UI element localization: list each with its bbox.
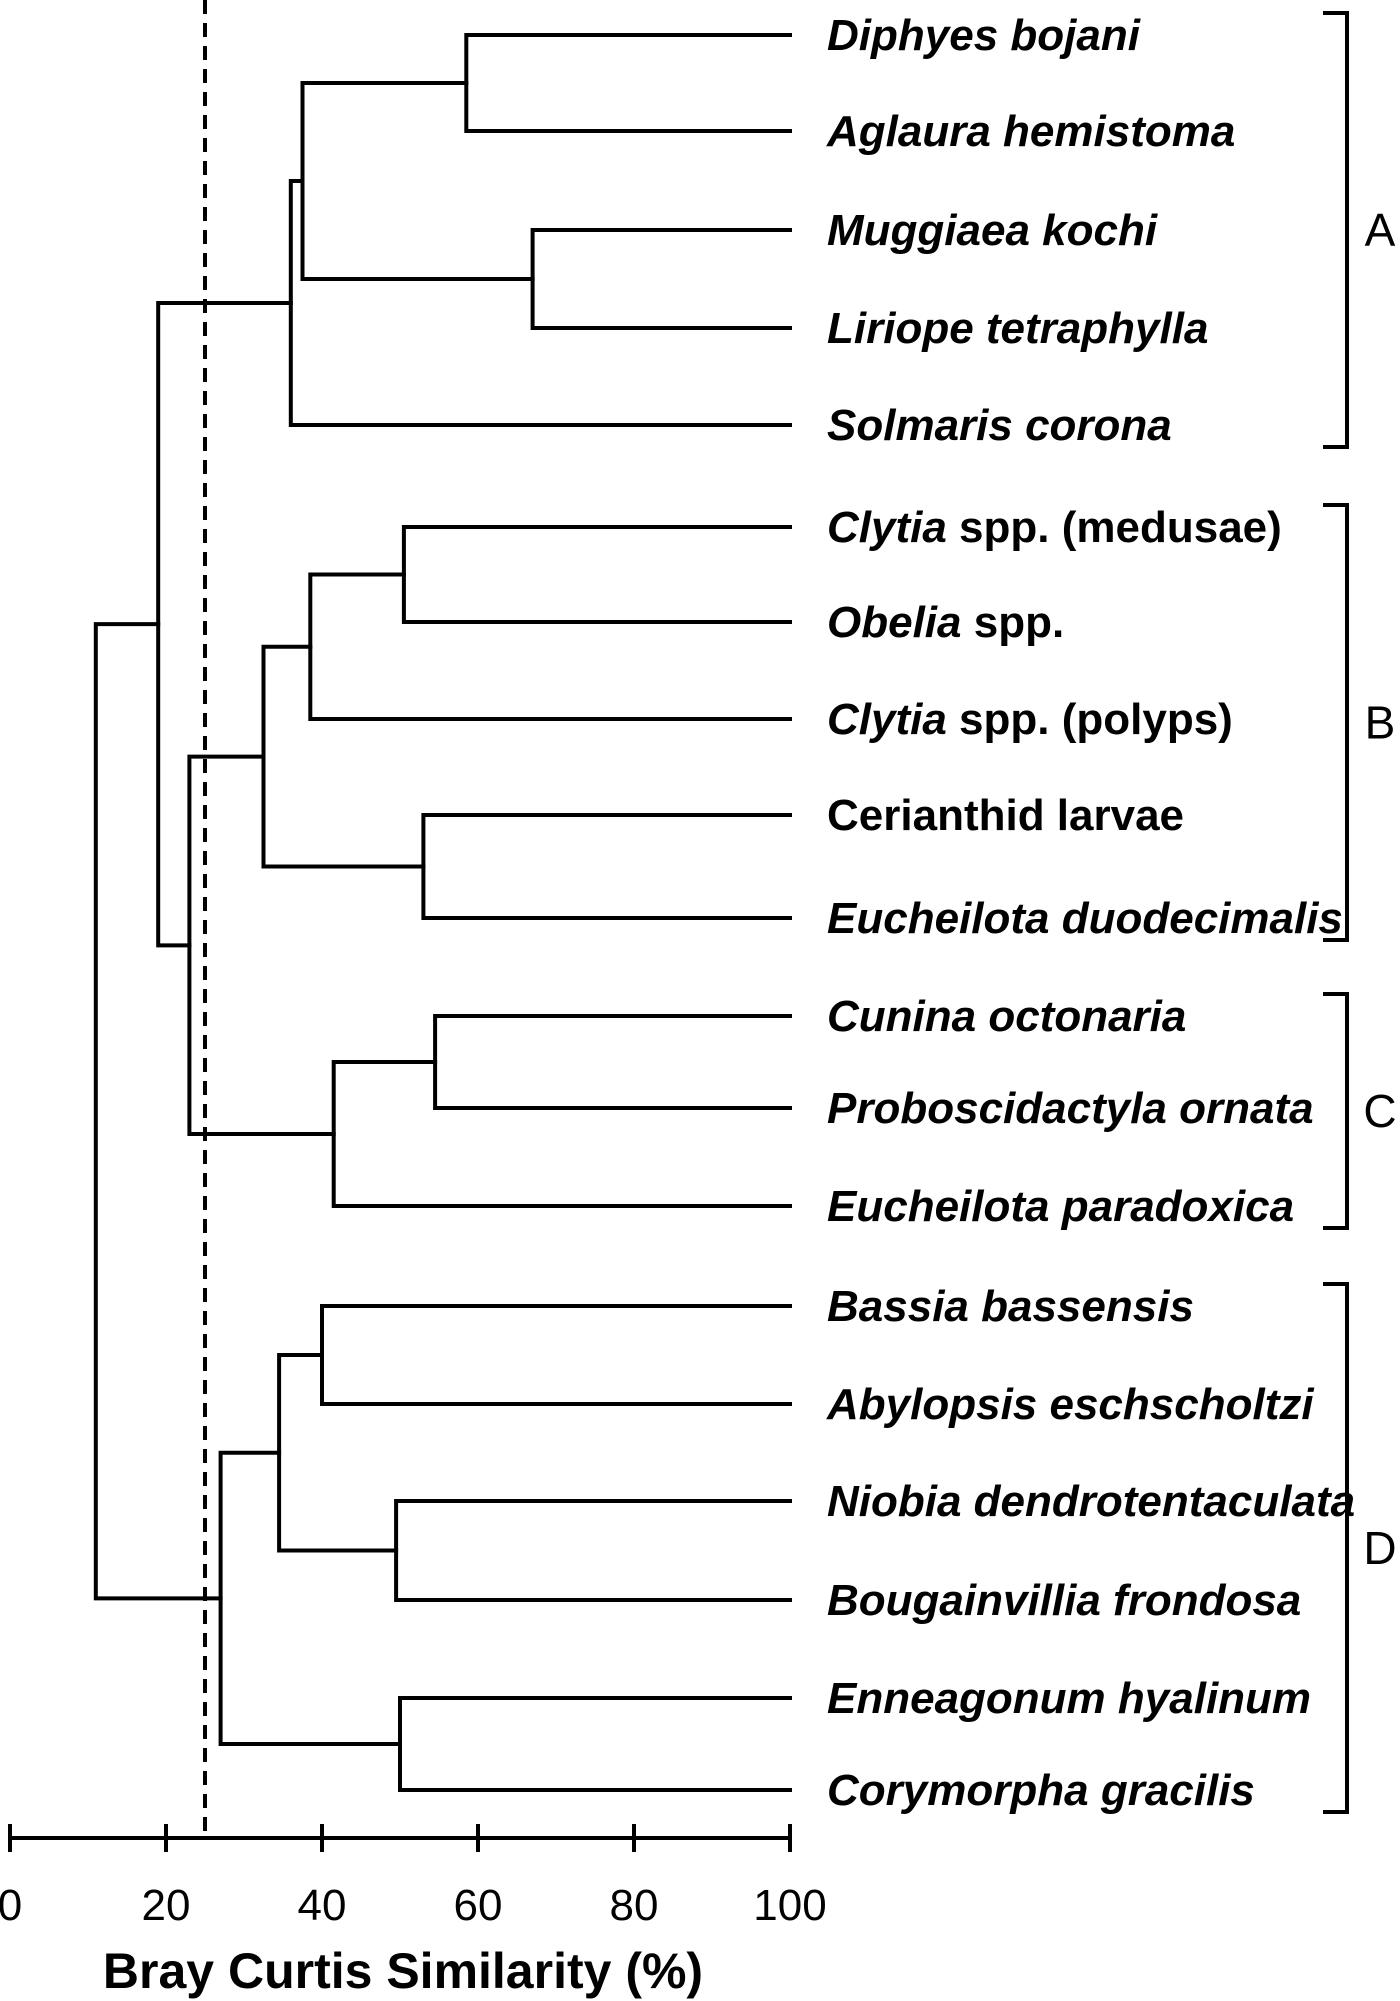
leaf-label-italic-part: Cunina octonaria	[827, 992, 1186, 1041]
leaf-label-italic-part: Clytia	[827, 503, 947, 552]
leaf-label-italic-part: Aglaura hemistoma	[826, 107, 1235, 156]
leaf-label-italic-part: Abylopsis eschscholtzi	[826, 1380, 1314, 1429]
leaf-label-italic-part: Proboscidactyla ornata	[827, 1084, 1314, 1133]
leaf-label: Eucheilota duodecimalis	[827, 894, 1343, 943]
dendrogram-branch	[93, 622, 223, 1601]
leaf-label: Abylopsis eschscholtzi	[826, 1380, 1314, 1429]
leaf-label: Clytia spp. (polyps)	[827, 695, 1233, 744]
dendrogram-branch	[421, 813, 792, 920]
leaf-label-italic-part: Liriope tetraphylla	[827, 304, 1208, 353]
x-axis: 0 20 40 60 80 100	[0, 1824, 827, 1930]
dendrogram-branch	[401, 525, 792, 624]
x-tick-label: 0	[0, 1881, 22, 1930]
group-bracket	[1323, 1282, 1349, 1814]
leaf-label: Cunina octonaria	[827, 992, 1186, 1041]
leaf-label: Corymorpha gracilis	[827, 1766, 1255, 1815]
leaf-label: Niobia dendrotentaculata	[827, 1477, 1355, 1526]
leaf-label-italic-part: Eucheilota duodecimalis	[827, 894, 1343, 943]
group-bracket	[1323, 992, 1349, 1230]
group-label: C	[1363, 1085, 1396, 1137]
leaf-label: Liriope tetraphylla	[827, 304, 1208, 353]
leaf-label: Enneagonum hyalinum	[827, 1674, 1311, 1723]
leaf-label-italic-part: Muggiaea kochi	[827, 206, 1158, 255]
leaf-label: Eucheilota paradoxica	[827, 1182, 1294, 1231]
x-tick-label: 20	[142, 1881, 191, 1930]
leaf-label-plain-part: spp. (polyps)	[947, 695, 1233, 744]
leaf-label: Clytia spp. (medusae)	[827, 503, 1282, 552]
dendrogram-branch	[320, 1304, 792, 1406]
leaf-label-italic-part: Bougainvillia frondosa	[827, 1576, 1301, 1625]
leaf-label-plain-part: spp. (medusae)	[947, 503, 1282, 552]
dendrogram-branch	[308, 572, 792, 721]
x-tick-label: 40	[298, 1881, 347, 1930]
dendrogram-branch	[530, 228, 792, 330]
leaf-label: Proboscidactyla ornata	[827, 1084, 1314, 1133]
leaf-label: Muggiaea kochi	[827, 206, 1158, 255]
leaf-label: Cerianthid larvae	[827, 791, 1184, 840]
leaf-label: Bougainvillia frondosa	[827, 1576, 1301, 1625]
dendrogram-branch	[300, 81, 535, 281]
group-bracket	[1323, 503, 1349, 942]
dendrogram-branch	[398, 1696, 792, 1792]
leaf-label-italic-part: Corymorpha gracilis	[827, 1766, 1255, 1815]
dendrogram-branch	[218, 1450, 402, 1746]
dendrogram-branch	[394, 1499, 792, 1602]
leaf-label: Solmaris corona	[827, 401, 1172, 450]
leaf-label: Diphyes bojani	[827, 11, 1141, 60]
x-tick-label: 80	[610, 1881, 659, 1930]
leaf-label-italic-part: Bassia bassensis	[827, 1282, 1194, 1331]
dendrogram-branch	[464, 33, 792, 133]
group-label: A	[1365, 204, 1396, 256]
leaf-label: Obelia spp.	[827, 598, 1064, 647]
leaf-label: Bassia bassensis	[827, 1282, 1194, 1331]
dendrogram-branch	[331, 1060, 792, 1208]
leaf-label-italic-part: Clytia	[827, 695, 947, 744]
leaf-label-plain-part: Cerianthid larvae	[827, 791, 1184, 840]
leaf-label-italic-part: Obelia	[827, 598, 962, 647]
group-label: B	[1365, 697, 1396, 749]
group-bracket	[1323, 11, 1349, 449]
leaf-label-italic-part: Eucheilota paradoxica	[827, 1182, 1294, 1231]
x-tick-label: 100	[753, 1881, 826, 1930]
leaf-label-italic-part: Solmaris corona	[827, 401, 1172, 450]
leaf-label-italic-part: Niobia dendrotentaculata	[827, 1477, 1355, 1526]
x-tick-label: 60	[454, 1881, 503, 1930]
dendrogram-branches	[93, 33, 792, 1792]
dendrogram-branch	[288, 179, 792, 427]
dendrogram-branch	[277, 1353, 399, 1553]
leaf-label: Aglaura hemistoma	[826, 107, 1235, 156]
leaf-label-italic-part: Enneagonum hyalinum	[827, 1674, 1311, 1723]
dendrogram-branch	[156, 301, 293, 948]
group-label: D	[1363, 1522, 1396, 1574]
leaf-label-plain-part: spp.	[962, 598, 1065, 647]
dendrogram-branch	[261, 644, 426, 869]
group-brackets: A B C D	[1323, 11, 1397, 1814]
x-axis-title: Bray Curtis Similarity (%)	[103, 1943, 703, 1999]
leaf-label-italic-part: Diphyes bojani	[827, 11, 1141, 60]
dendrogram-branch	[433, 1014, 792, 1110]
